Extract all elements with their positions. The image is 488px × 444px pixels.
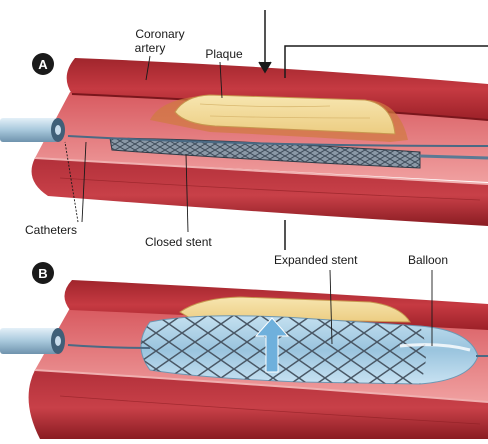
label-catheters: Catheters <box>25 223 77 237</box>
label-expanded-stent: Expanded stent <box>274 253 358 267</box>
panel-b: B <box>0 262 488 439</box>
badge-b: B <box>32 262 54 284</box>
catheter-tube-b <box>0 328 65 354</box>
label-plaque: Plaque <box>205 47 243 61</box>
label-closed-stent: Closed stent <box>145 235 212 249</box>
label-coronary-artery-line1: Coronary <box>135 27 184 41</box>
catheter-tube-a <box>0 118 65 142</box>
svg-text:B: B <box>38 266 47 281</box>
label-balloon: Balloon <box>408 253 448 267</box>
panel-a: A <box>0 53 488 226</box>
svg-text:A: A <box>38 57 48 72</box>
label-coronary-artery-line2: artery <box>135 41 166 55</box>
badge-a: A <box>32 53 54 75</box>
expanded-stent <box>141 316 426 384</box>
